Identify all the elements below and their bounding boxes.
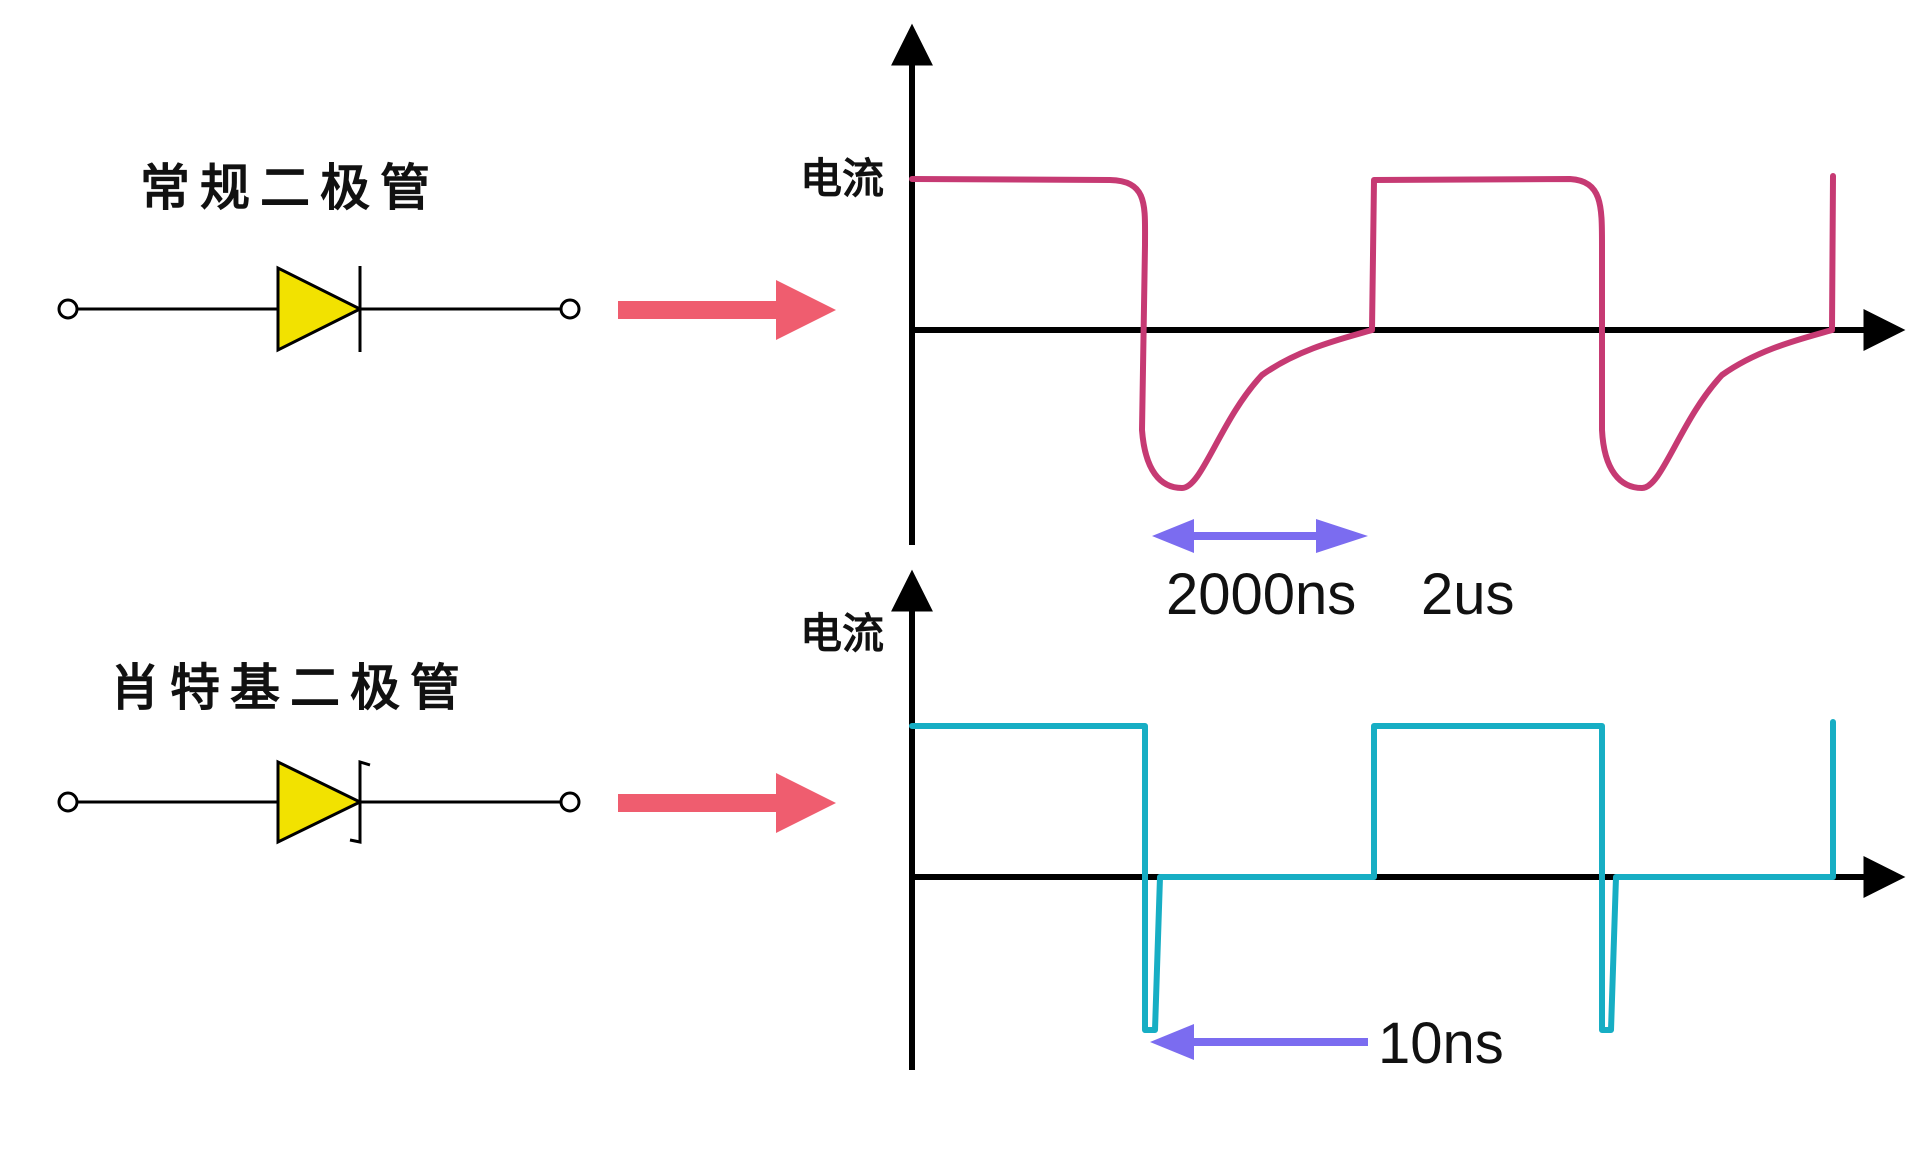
schottky-axis-label: 电流 — [800, 609, 884, 658]
terminal-left — [57, 298, 79, 320]
regular-diode-panel: 常规二极管 电流 2000ns 2us — [57, 23, 1906, 627]
regular-axis-label: 电流 — [800, 154, 884, 203]
right-arrow-icon — [618, 773, 836, 833]
schottky-diode-circuit — [57, 759, 581, 845]
terminal-right — [559, 298, 581, 320]
schottky-diode-title: 肖特基二极管 — [110, 659, 470, 717]
schottky-current-axes — [891, 569, 1906, 1070]
recovery-time-ns: 2000ns — [1166, 562, 1356, 627]
schottky-diode-symbol-icon — [276, 759, 371, 845]
schottky-diode-panel: 肖特基二极管 电流 10ns — [57, 569, 1906, 1076]
regular-diode-title: 常规二极管 — [140, 159, 440, 217]
left-arrow-icon — [1150, 1024, 1368, 1060]
terminal-right — [559, 791, 581, 813]
terminal-left — [57, 791, 79, 813]
diode-symbol-icon — [276, 265, 364, 353]
double-headed-arrow-icon — [1152, 519, 1368, 553]
regular-recovery-waveform — [909, 173, 1836, 491]
schottky-recovery-waveform — [909, 719, 1836, 1033]
regular-diode-circuit — [57, 265, 581, 353]
regular-current-axes — [891, 23, 1906, 545]
right-arrow-icon — [618, 280, 836, 340]
recovery-time-schottky: 10ns — [1378, 1011, 1504, 1076]
recovery-time-us: 2us — [1421, 562, 1515, 627]
